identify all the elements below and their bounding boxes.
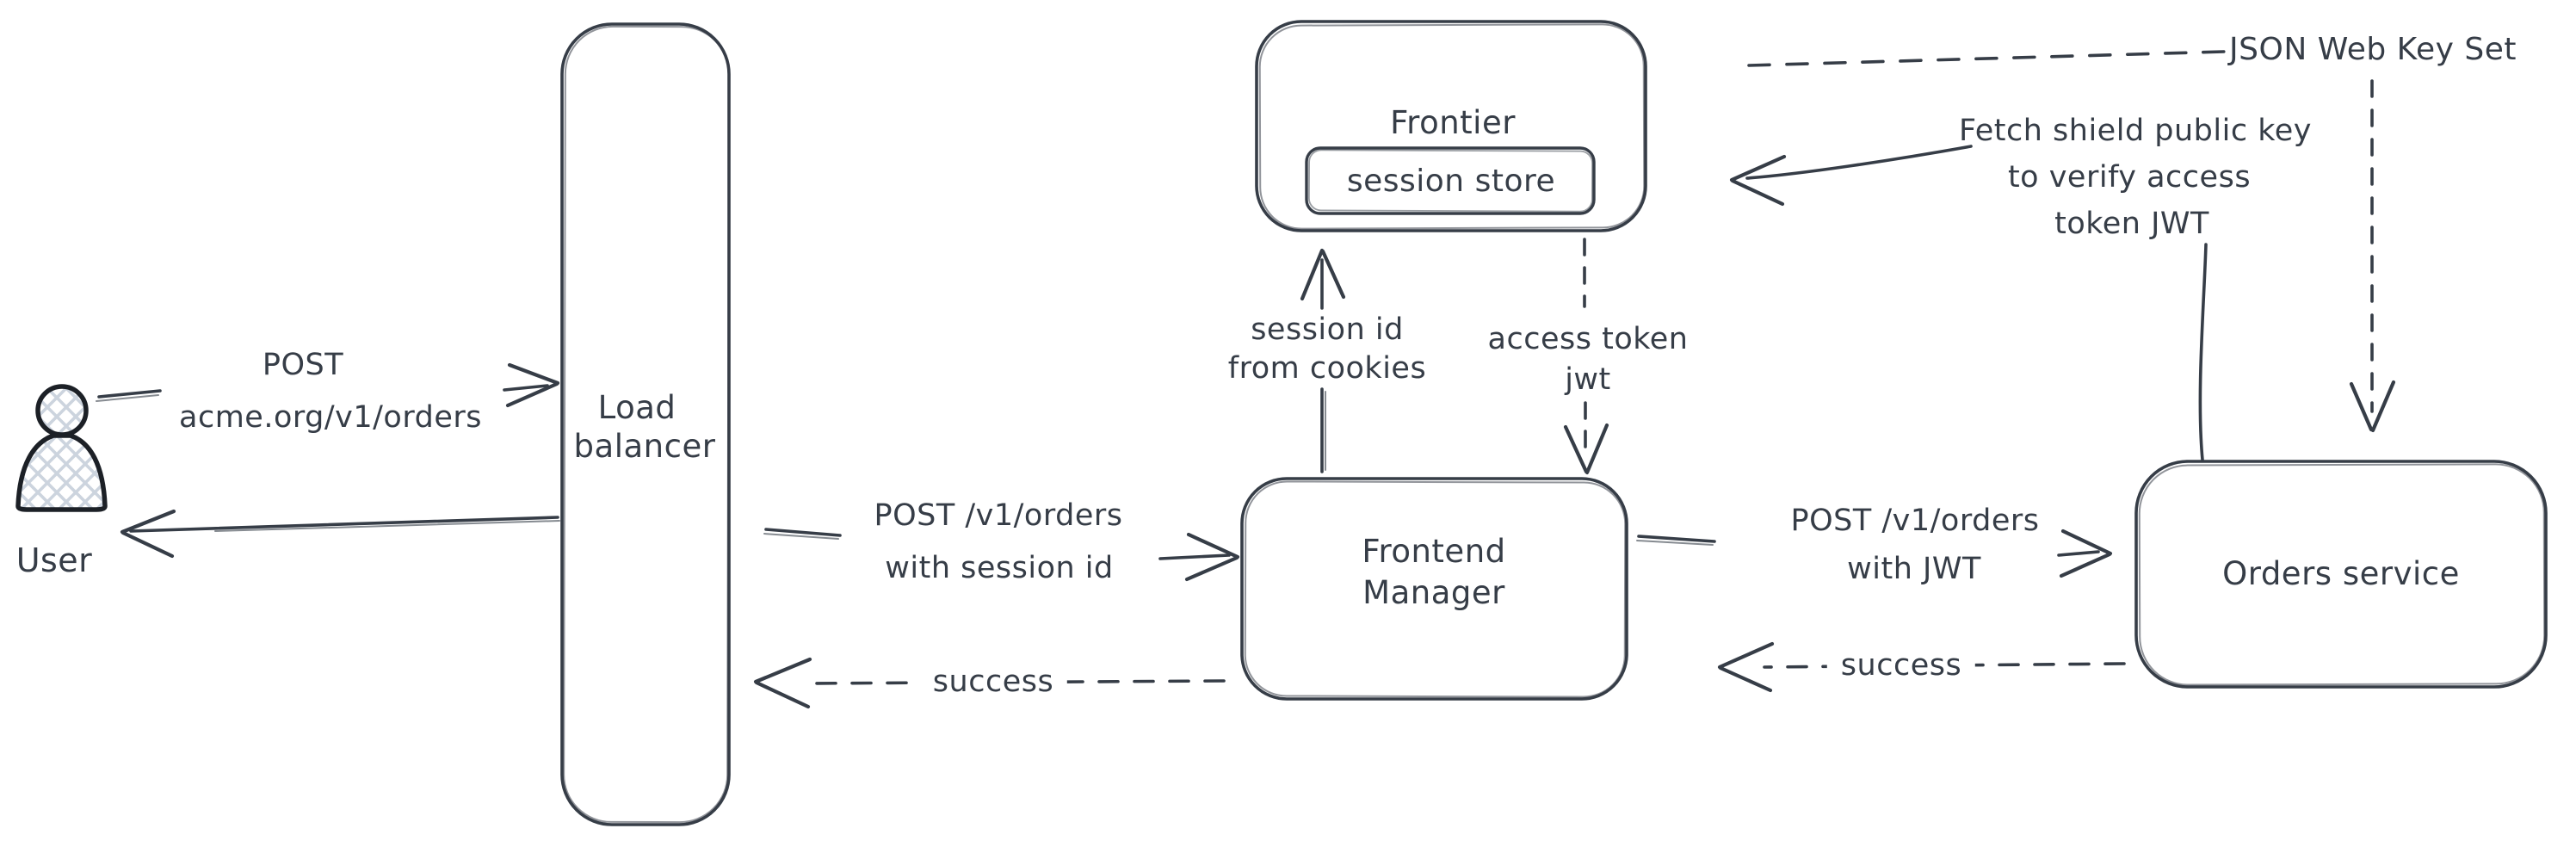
user-body bbox=[15, 433, 108, 512]
edge-label-success-left: success bbox=[918, 663, 1068, 701]
arrow-frontier-to-frontend-manager bbox=[1563, 238, 1609, 475]
arrow-user-to-load-balancer bbox=[96, 362, 560, 408]
load-balancer-label-line2: balancer bbox=[573, 428, 716, 465]
edge-label-post-orders-jwt-line1: POST /v1/orders bbox=[1790, 504, 2040, 538]
edge-label-post-orders-jwt-line2: with JWT bbox=[1847, 552, 1981, 586]
edge-label-fetch-key-line1: Fetch shield public key bbox=[1959, 114, 2312, 148]
edge-label-access-token-line1: access token bbox=[1487, 322, 1689, 356]
arrow-jwks-to-orders-service bbox=[2349, 79, 2396, 433]
user-head bbox=[35, 384, 89, 437]
frontend-manager-label-line1: Frontend bbox=[1362, 533, 1506, 570]
arrow-orders-service-to-frontier bbox=[1729, 145, 2208, 461]
edge-label-post-orders-session-line1: POST /v1/orders bbox=[874, 498, 1123, 533]
user-label: User bbox=[15, 541, 93, 579]
arrow-frontend-manager-to-orders-service bbox=[1636, 529, 2113, 578]
edge-label-session-id-line2: from cookies bbox=[1227, 351, 1427, 386]
edge-label-post-orders-session-line2: with session id bbox=[885, 551, 1114, 585]
session-store-box bbox=[1305, 146, 1596, 215]
edge-label-access-token-line2: jwt bbox=[1565, 362, 1611, 397]
edge-label-success-right: success bbox=[1826, 646, 1976, 684]
line-frontier-to-jwks bbox=[1747, 50, 2226, 67]
arrow-load-balancer-to-user bbox=[120, 509, 560, 559]
load-balancer-label-line1: Load bbox=[597, 389, 676, 426]
load-balancer-box bbox=[560, 22, 731, 826]
edge-label-post: POST bbox=[262, 348, 344, 382]
orders-service-box bbox=[2134, 460, 2548, 689]
arrow-frontend-manager-to-frontier bbox=[1300, 248, 1346, 473]
user-icon bbox=[15, 384, 108, 512]
session-store-label: session store bbox=[1346, 164, 1556, 199]
edge-label-fetch-key-line2: to verify access bbox=[2007, 160, 2252, 195]
edge-label-acme-url: acme.org/v1/orders bbox=[179, 400, 482, 435]
jwks-label: JSON Web Key Set bbox=[2229, 32, 2517, 67]
edge-label-session-id-line1: session id bbox=[1251, 312, 1404, 347]
frontend-manager-label-line2: Manager bbox=[1362, 574, 1505, 611]
arrow-load-balancer-to-frontend-manager bbox=[763, 528, 1240, 582]
frontier-label: Frontier bbox=[1390, 104, 1516, 141]
edge-label-fetch-key-line3: token JWT bbox=[2054, 207, 2209, 241]
orders-service-label: Orders service bbox=[2222, 555, 2460, 592]
frontend-manager-box bbox=[1240, 477, 1628, 701]
